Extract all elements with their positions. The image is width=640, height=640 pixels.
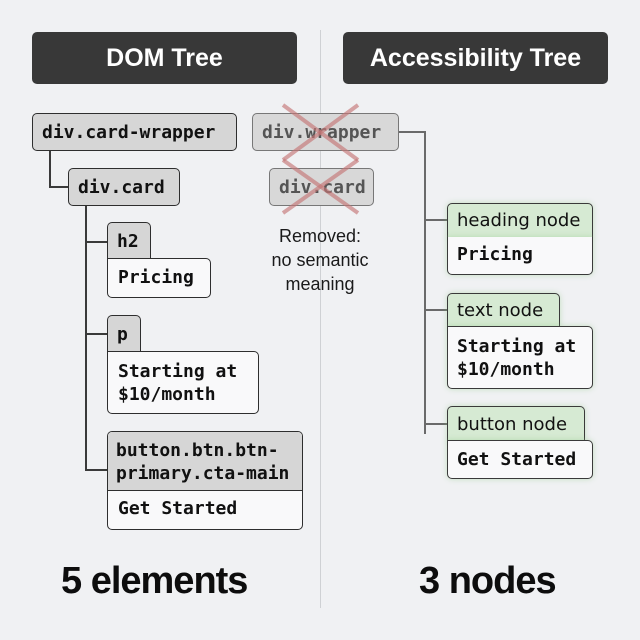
node-content: Pricing [457, 244, 533, 265]
node-label: div.wrapper [262, 121, 382, 143]
node-content: Get Started [457, 449, 577, 470]
node-label: div.card [279, 176, 366, 198]
node-tag-line: primary.cta-main [116, 463, 290, 484]
dom-node-p-tag: p [107, 315, 141, 352]
node-label: div.card-wrapper [42, 121, 216, 143]
connector [424, 219, 447, 221]
note-line: no semantic [271, 250, 369, 270]
note-line: meaning [285, 274, 355, 294]
note-line: Removed: [278, 226, 362, 246]
node-content-line: $10/month [118, 384, 216, 405]
node-tag-line: button.btn.btn- [116, 440, 279, 461]
connector [424, 423, 447, 425]
dom-node-h2-tag: h2 [107, 222, 151, 259]
connector [85, 241, 108, 243]
a11y-heading-role: heading node [447, 203, 593, 238]
dom-node-h2-content: Pricing [107, 258, 211, 298]
accessibility-tree-header: Accessibility Tree [343, 32, 608, 84]
node-tag: h2 [117, 230, 139, 252]
connector [85, 333, 108, 335]
connector [424, 309, 447, 311]
node-content: Pricing [118, 267, 194, 288]
connector [49, 150, 51, 187]
a11y-text-content: Starting at $10/month [447, 326, 593, 389]
a11y-button-content: Get Started [447, 440, 593, 479]
node-content-line: $10/month [457, 359, 555, 380]
dom-node-card: div.card [68, 168, 180, 206]
node-content-line: Starting at [457, 336, 577, 357]
node-content-line: Starting at [118, 361, 238, 382]
node-content: Get Started [118, 498, 238, 519]
node-tag: button.btn.btn- primary.cta-main [108, 432, 302, 491]
connector [49, 186, 69, 188]
a11y-button-role: button node [447, 406, 585, 441]
node-role: text node [457, 300, 544, 321]
connector [424, 131, 426, 434]
connector [399, 131, 425, 133]
node-role: heading node [457, 210, 581, 231]
a11y-node-count: 3 nodes [419, 560, 557, 602]
removed-node-wrapper: div.wrapper [252, 113, 399, 151]
column-divider [320, 30, 321, 608]
removed-node-card: div.card [269, 168, 374, 206]
dom-node-button: button.btn.btn- primary.cta-main Get Sta… [107, 431, 303, 530]
a11y-heading-content: Pricing [447, 237, 593, 275]
node-role: button node [457, 413, 568, 435]
dom-element-count: 5 elements [61, 560, 248, 602]
connector [85, 469, 108, 471]
removed-note: Removed: no semantic meaning [250, 224, 390, 296]
a11y-text-role: text node [447, 293, 560, 327]
node-tag: p [117, 323, 128, 345]
dom-node-p-content: Starting at $10/month [107, 351, 259, 414]
dom-node-card-wrapper: div.card-wrapper [32, 113, 237, 151]
dom-tree-header: DOM Tree [32, 32, 297, 84]
node-label: div.card [78, 176, 165, 198]
connector [85, 205, 87, 470]
